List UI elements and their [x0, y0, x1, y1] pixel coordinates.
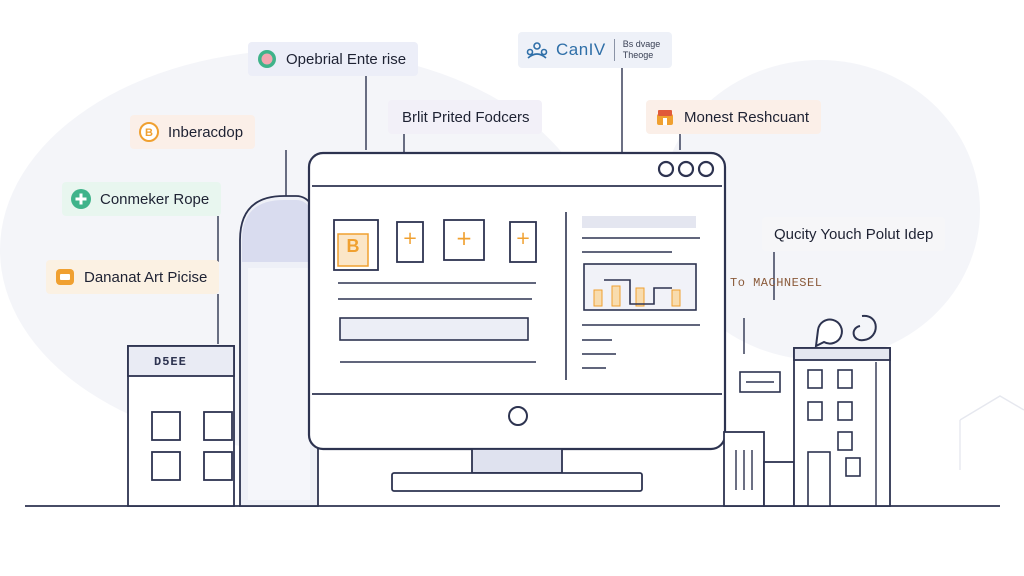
brand-subtitle: Bs dvage Theoge: [613, 39, 661, 61]
rounded-tower: [239, 195, 319, 507]
monitor-neck: [471, 448, 563, 474]
label-text: Brlit Prited Fodcers: [402, 108, 530, 126]
brand-sub-line-1: Bs dvage: [622, 39, 661, 49]
right-tall-building: [793, 314, 891, 507]
plus-symbol-3: +: [515, 228, 531, 249]
brand-sub-line-2: Theoge: [622, 50, 654, 60]
power-button-icon: [508, 406, 528, 426]
plus-symbol-2: +: [455, 226, 473, 250]
wallet-icon: [54, 266, 76, 288]
monitor-base: [391, 472, 643, 492]
store-icon: [654, 106, 676, 128]
right-low-building: [723, 371, 795, 507]
app-tile-plus-2: [443, 219, 485, 261]
label-text: Qucity Youch Polut Idep: [774, 225, 934, 243]
app-tile-plus-1: [396, 221, 424, 263]
label-chip-left-1: B Inberacdop: [130, 115, 256, 149]
brand-chip: CanIV Bs dvage Theoge: [518, 32, 673, 68]
label-chip-top-left: Opebrial Ente rise: [248, 42, 419, 76]
mini-chart-bars: [593, 285, 681, 307]
monitor: [307, 151, 727, 492]
label-text: Opebrial Ente rise: [286, 50, 407, 68]
label-chip-left-3: Dananat Art Picise: [46, 260, 220, 294]
three-dots-icon: [657, 160, 715, 178]
label-chip-left-2: Conmeker Rope: [62, 182, 222, 216]
spiral-icon: [852, 314, 877, 342]
people-network-icon: [526, 39, 548, 61]
label-text: Conmeker Rope: [100, 190, 210, 208]
input-bar: [339, 317, 529, 341]
label-text: Inberacdop: [168, 123, 244, 141]
brand-name: CanIV: [556, 40, 606, 59]
background-blob-right: [660, 60, 980, 360]
label-chip-top-center: Brlit Prited Fodcers: [388, 100, 542, 134]
left-building: [127, 345, 235, 507]
app-tile-plus-3: [509, 221, 537, 263]
label-chip-top-right: Monest Reshcuant: [646, 100, 822, 134]
label-chip-right-1: Qucity Youch Polut Idep: [762, 217, 946, 251]
plus-circle-icon: [70, 188, 92, 210]
plus-symbol-1: +: [402, 228, 418, 249]
connector-lines: [217, 66, 775, 354]
right-tag-label: To MACHNESEL: [730, 276, 823, 290]
left-building-sign: D5EE: [154, 355, 187, 369]
svg-text:B: B: [145, 127, 153, 139]
chat-bubble-icon: [814, 318, 843, 348]
coin-icon: B: [138, 121, 160, 143]
app-tile-letter: B: [346, 236, 360, 256]
globe-badge-icon: [256, 48, 278, 70]
label-text: Dananat Art Picise: [84, 268, 208, 286]
label-text: Monest Reshcuant: [684, 108, 810, 126]
faint-cube: [959, 395, 1024, 470]
